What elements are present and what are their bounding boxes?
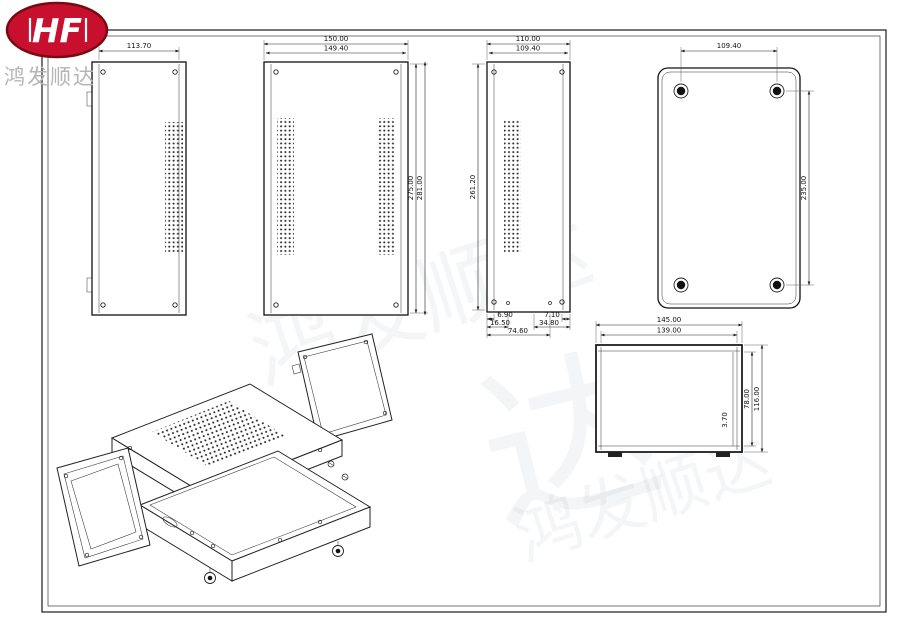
screw-hole: [273, 302, 279, 308]
dim-hole-span: 74.60: [508, 327, 528, 335]
dim-width-outer: 150.00: [324, 35, 349, 43]
logo-monogram: HF: [32, 11, 83, 50]
dim-width-inner: 149.40: [324, 45, 349, 53]
bezel-window: [70, 463, 137, 550]
dim-wall-thickness: 3.70: [721, 412, 729, 428]
frame-inner: [47, 35, 881, 607]
chassis-tray: [138, 450, 372, 582]
brand-block: HF 鸿发顺达: [4, 1, 109, 89]
screw-hole: [118, 455, 124, 461]
mount-tab: [86, 277, 93, 293]
tray-side-face: [231, 506, 371, 582]
screw-hole: [84, 552, 90, 558]
view-end-section: 145.00 139.00 78.00 116.00 3.70: [595, 316, 768, 457]
iso-exploded-view: [56, 333, 393, 584]
screw-hole: [382, 410, 388, 416]
screw-hole: [189, 530, 195, 536]
vent-holes-strip: [378, 118, 395, 255]
vent-holes-strip: [165, 122, 183, 252]
screw-hole: [100, 302, 106, 308]
screw-hole: [302, 354, 308, 360]
screw-hole: [559, 69, 565, 75]
dim-height-inner: 78.00: [743, 389, 751, 409]
dim-width-outer: 110.00: [516, 35, 541, 43]
drawing-frame: [41, 29, 887, 613]
screw-hole: [491, 299, 497, 305]
dim-height-outer: 281.00: [416, 176, 424, 201]
dim-feet-spacing-x: 109.40: [717, 42, 742, 50]
iso-foot: [204, 568, 216, 584]
dim-height-inner: 275.00: [407, 176, 415, 201]
screw-hole: [63, 473, 69, 479]
screw-hole: [172, 302, 178, 308]
screw-hole: [277, 537, 283, 543]
screw-hole: [172, 69, 178, 75]
screw-hole: [100, 69, 106, 75]
oval-cutout: [162, 516, 178, 528]
vent-holes-strip: [504, 120, 521, 252]
screw-hole: [317, 519, 323, 525]
loose-screw: [327, 460, 335, 468]
screw-hole: [273, 69, 279, 75]
dim-height-outer: 116.00: [753, 387, 761, 412]
logo-oval: [5, 1, 109, 59]
dim-hole-spacing: 16.50: [490, 319, 510, 327]
front-bezel: [56, 447, 151, 567]
screw-hole: [210, 543, 216, 549]
screw-hole: [491, 69, 497, 75]
small-hole: [548, 301, 552, 305]
screw-hole: [559, 299, 565, 305]
dim-width-inner: 109.40: [516, 45, 541, 53]
rubber-foot: [769, 277, 785, 293]
view-side-panel-right: 110.00 109.40 261.20 6.90 7.10 16.50 34.…: [469, 35, 571, 338]
panel-outline: [486, 61, 571, 313]
foot: [608, 452, 622, 457]
view-front-panel: 150.00 149.40 275.00 281.00: [263, 35, 428, 316]
dim-width: 113.70: [127, 42, 152, 50]
screw-hole: [138, 534, 144, 540]
dim-hole-offset: 7.10: [544, 311, 560, 319]
iso-foot: [332, 541, 344, 557]
rubber-foot: [673, 277, 689, 293]
dim-hole-offset: 6.90: [497, 311, 513, 319]
mount-tab: [86, 91, 93, 107]
plate-outline: [657, 67, 801, 309]
screw-hole: [393, 302, 399, 308]
vent-holes-strip: [277, 118, 294, 255]
screw-hole: [317, 447, 323, 453]
vent-holes-iso: [152, 401, 286, 467]
view-bottom-plate: 109.40 235.00: [657, 42, 814, 309]
dim-height: 261.20: [469, 175, 477, 200]
dim-width-outer: 145.00: [657, 316, 682, 324]
view-side-panel-left: 113.70: [86, 42, 187, 316]
screw-hole: [363, 339, 369, 345]
dim-hole-spacing: 34.80: [539, 319, 559, 327]
enclosure-outline: [595, 344, 743, 453]
screw-hole: [393, 69, 399, 75]
foot: [716, 452, 730, 457]
frame-outer: [41, 29, 887, 613]
small-hole: [506, 301, 510, 305]
dim-width-inner: 139.00: [657, 327, 682, 335]
dim-feet-spacing-y: 235.00: [800, 176, 808, 201]
rubber-foot: [769, 83, 785, 99]
company-name: 鸿发顺达: [4, 65, 96, 89]
rubber-foot: [673, 83, 689, 99]
loose-screw: [341, 473, 349, 481]
panel-tab: [291, 363, 302, 375]
